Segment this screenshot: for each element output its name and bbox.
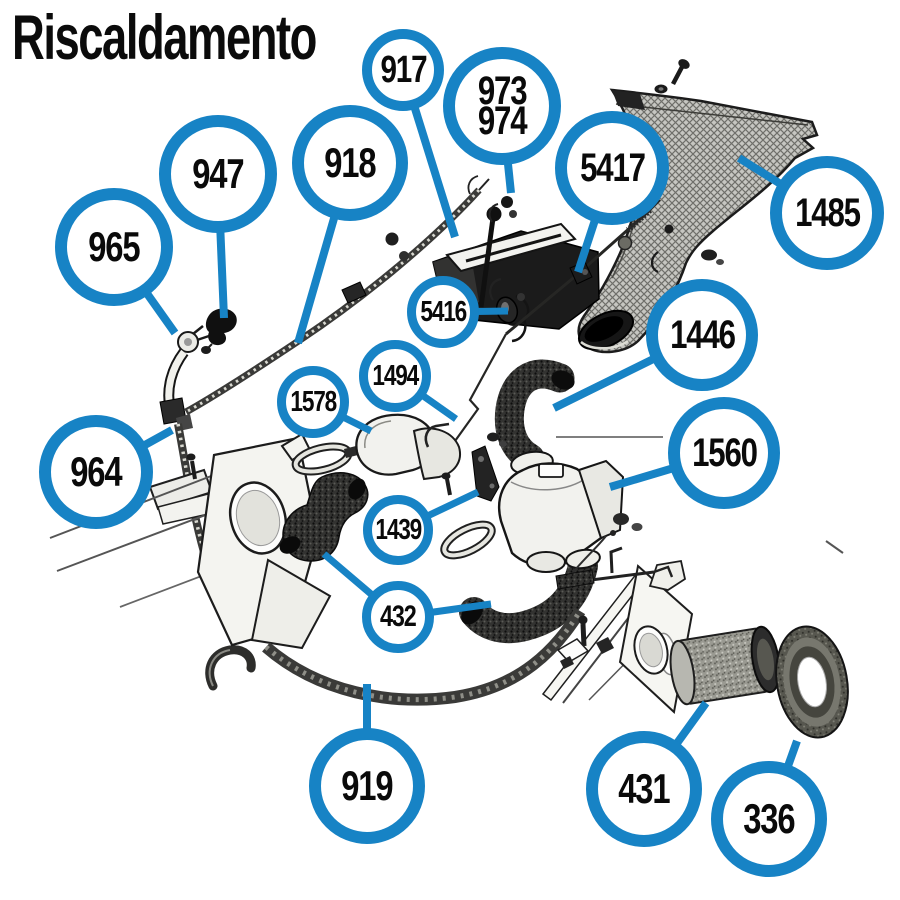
callout-5416[interactable]: 5416 [407,276,479,348]
callout-965[interactable]: 965 [55,188,173,306]
callout-1560[interactable]: 1560 [668,397,780,509]
callout-1578[interactable]: 1578 [277,366,349,438]
callout-964[interactable]: 964 [39,415,153,529]
callout-1439[interactable]: 1439 [363,495,433,565]
part-number: 964 [70,448,122,496]
page-title: Riscaldamento [12,3,317,73]
part-number: 5416 [420,295,467,328]
part-number: 1578 [290,385,337,418]
part-number: 947 [192,150,244,198]
part-number: 432 [380,599,417,633]
callout-1446[interactable]: 1446 [646,279,758,391]
callout-1494[interactable]: 1494 [359,340,431,412]
part-number: 919 [341,762,393,810]
part-number: 918 [324,139,376,187]
callout-947[interactable]: 947 [159,115,277,233]
part-number: 336 [743,795,795,843]
part-number: 1446 [669,312,736,357]
callout-5417[interactable]: 5417 [555,111,669,225]
part-number: 431 [618,765,670,813]
part-number: 5417 [579,145,646,190]
callout-432[interactable]: 432 [362,581,434,653]
callout-918[interactable]: 918 [292,105,408,221]
callout-919[interactable]: 919 [309,728,425,844]
callout-431[interactable]: 431 [586,731,702,847]
part-number: 1485 [794,190,861,235]
callout-917[interactable]: 917 [362,29,444,111]
callout-1485[interactable]: 1485 [770,156,884,270]
part-number: 917 [380,48,427,91]
part-number: 1439 [375,513,422,546]
part-number: 1560 [691,430,758,475]
part-number: 965 [88,223,140,271]
callout-336[interactable]: 336 [711,761,827,877]
part-number: 1494 [372,359,419,392]
